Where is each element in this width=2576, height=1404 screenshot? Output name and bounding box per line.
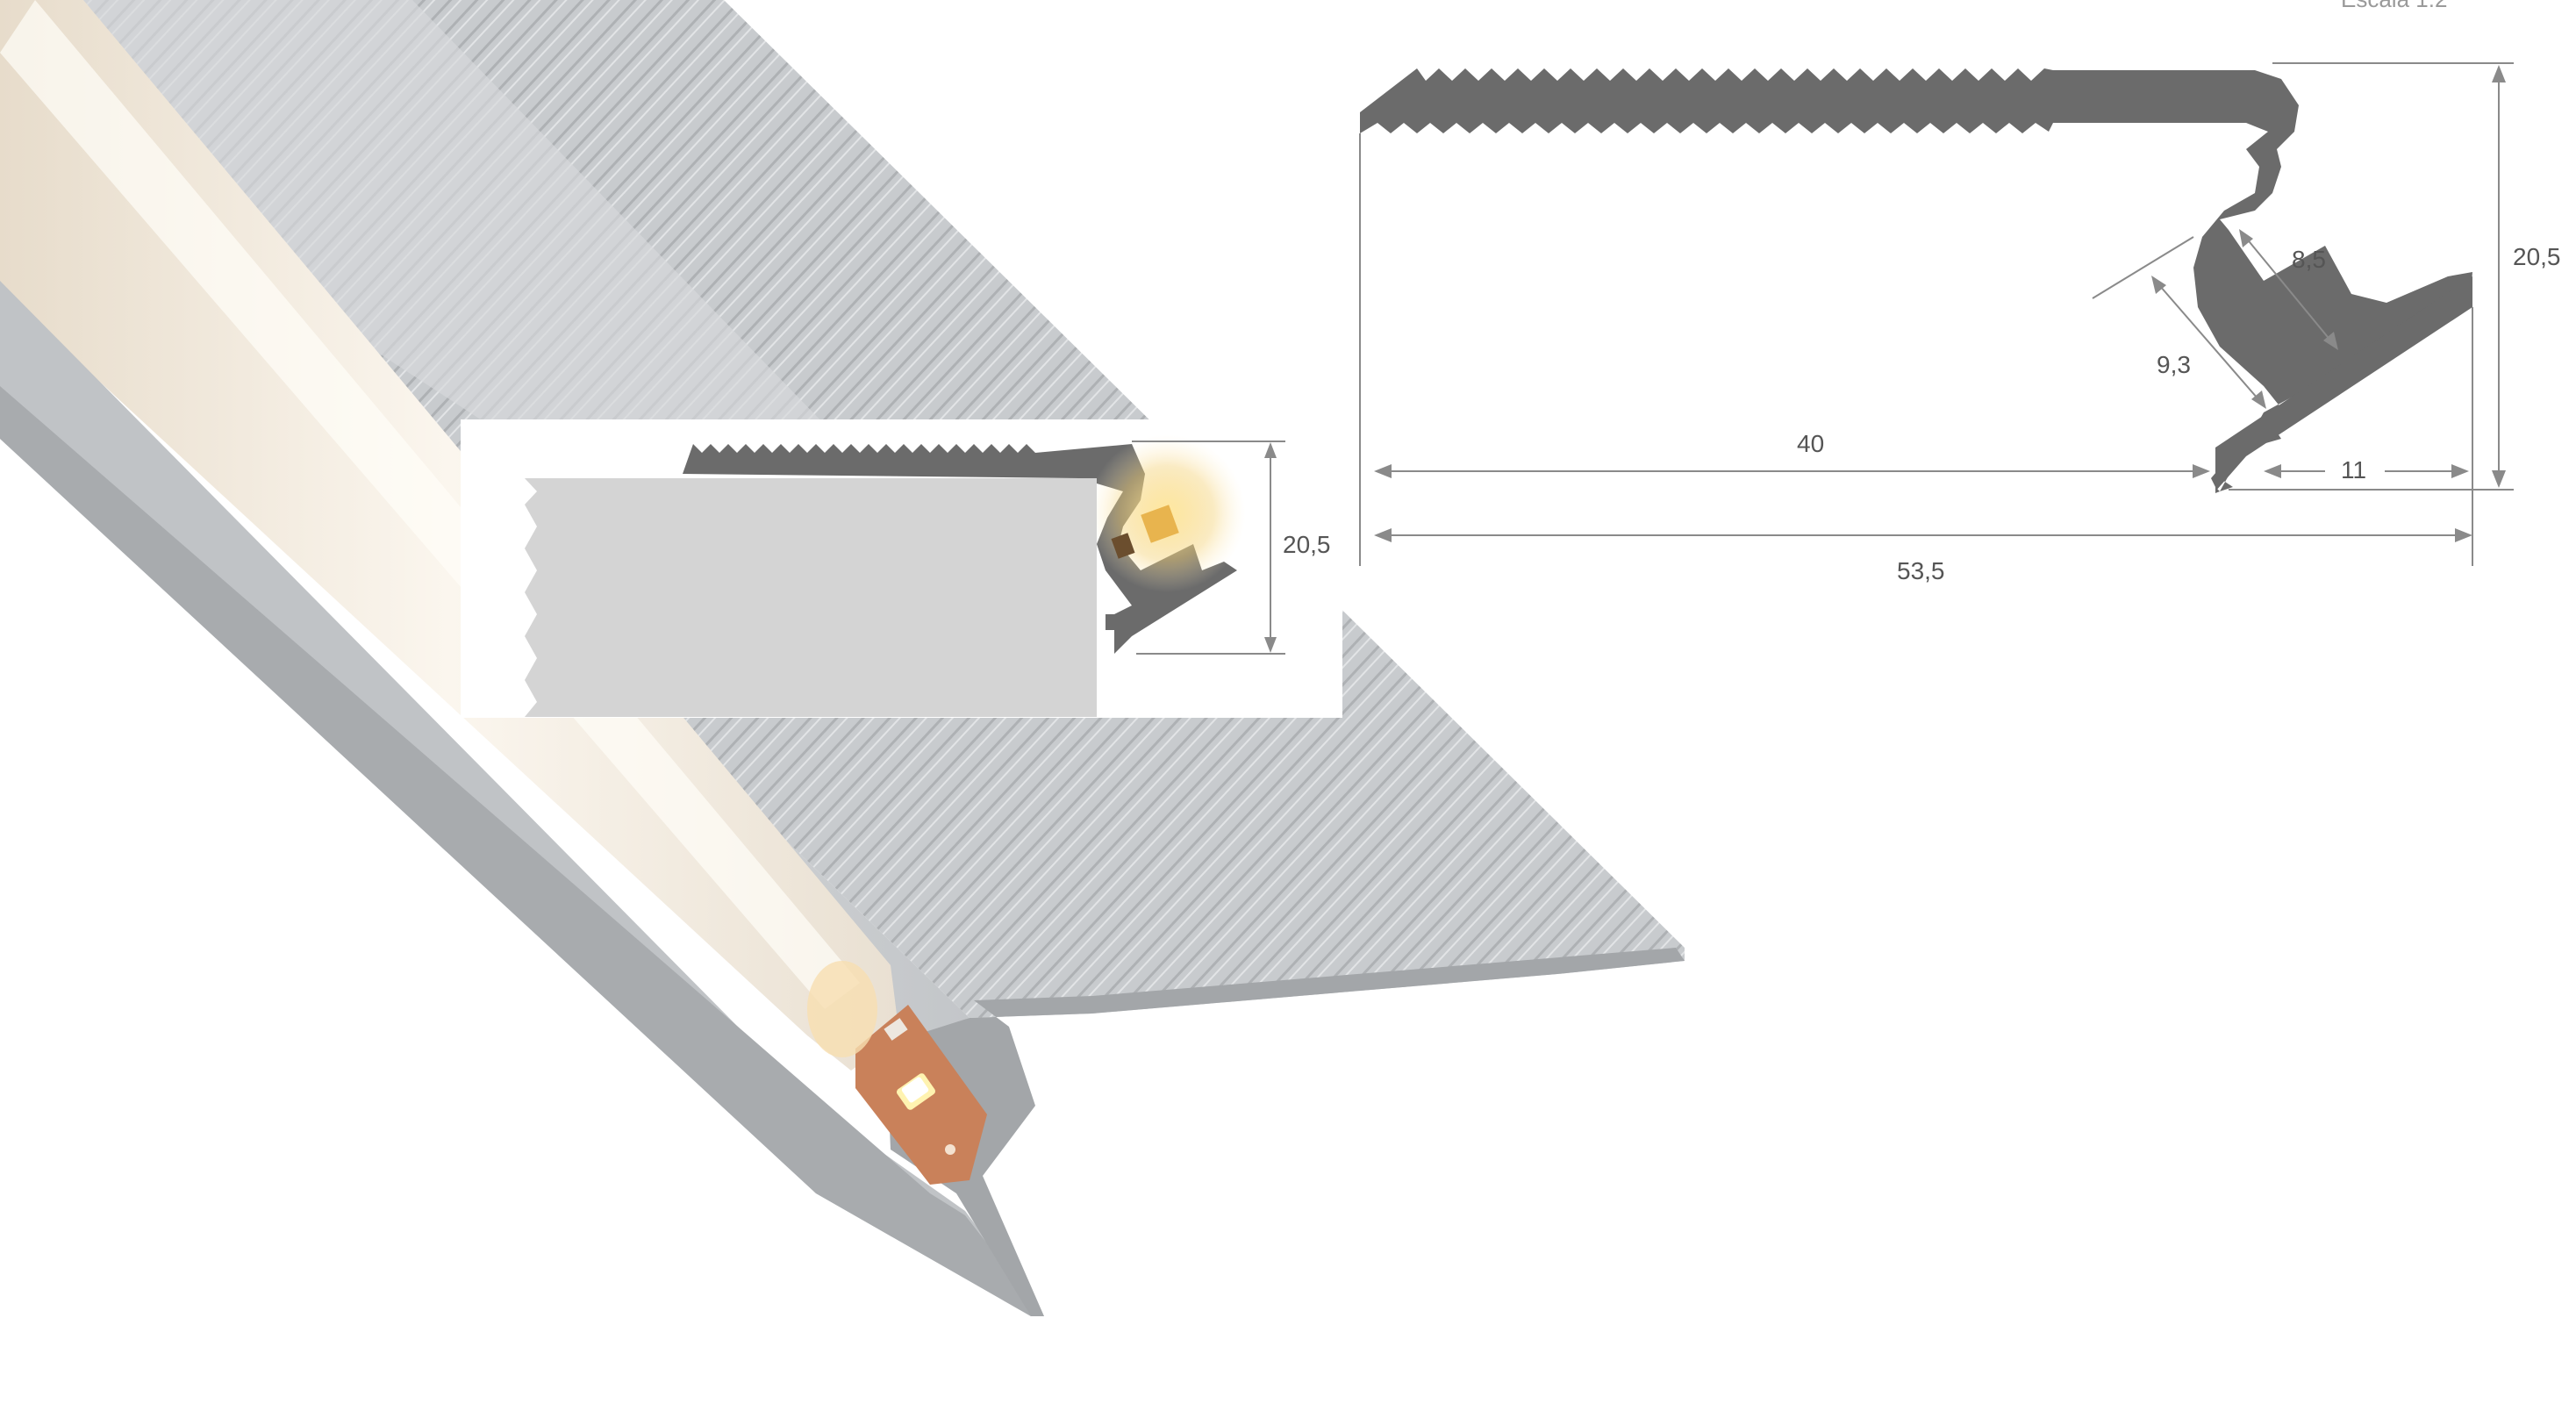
inset-section-box: 20,5 [461,419,1342,718]
profile-end-section [886,948,1685,1316]
dim-535-arrow-right [2455,528,2472,542]
inset-arrow-up [1264,442,1277,458]
ext-angle [2092,236,2194,299]
technical-drawing: Escala 1:2 20,5 8,5 9,3 40 [1359,0,2561,584]
dim-85-arrow-a [2239,229,2253,247]
profile-diffuser-leg [2215,276,2472,491]
dim-height-arrow-up [2492,65,2506,82]
dim-11-label: 11 [2341,456,2366,484]
dim-40-label: 40 [1797,430,1824,457]
diffuser-highlight [0,0,860,1009]
profile-cross-section [1360,68,2472,493]
dim-93-label: 9,3 [2157,351,2191,378]
dim-height-label: 20,5 [2513,243,2561,270]
dim-85-label: 8,5 [2292,246,2326,273]
diffuser-end-glow [807,961,877,1057]
dim-93-arrow-a [2151,276,2166,294]
profile-lower-leg-shadow [0,386,1044,1316]
dim-40-arrow-right [2193,464,2210,478]
dim-535-arrow-left [1374,528,1392,542]
scale-label: Escala 1:2 [2341,0,2447,12]
dim-93-line [2153,278,2265,406]
led-strip [855,1005,987,1185]
dim-535-label: 53,5 [1897,557,1945,584]
inset-mask-edge [525,478,537,717]
dim-93-arrow-b [2251,390,2266,409]
inset-profile-shape [683,444,1237,654]
dim-85-line [2241,232,2336,347]
inset-mask-block [525,478,1097,717]
dim-85-arrow-b [2323,332,2338,350]
dim-40-arrow-left [1374,464,1392,478]
inset-led-chip [1141,505,1179,543]
dim-11-arrow-left [2264,464,2281,478]
dim-height-arrow-down [2492,470,2506,488]
inset-arrow-down [1264,637,1277,653]
inset-height-label: 20,5 [1283,531,1331,558]
dim-11-arrow-right [2451,464,2469,478]
